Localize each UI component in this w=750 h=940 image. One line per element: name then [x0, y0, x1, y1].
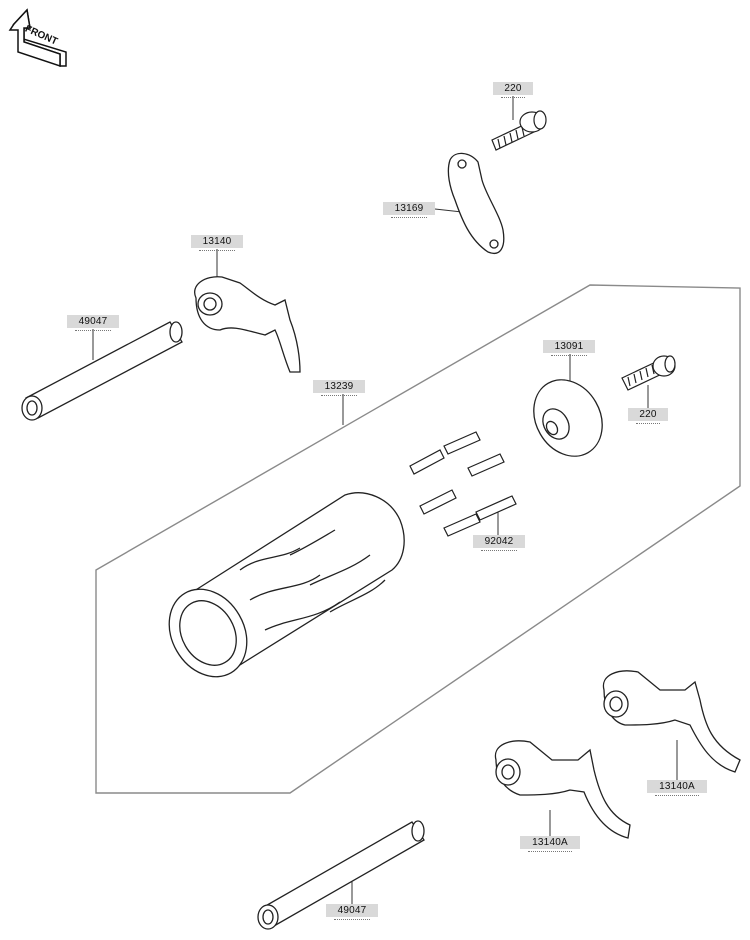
label-fork-lower-left: 13140A [520, 836, 580, 852]
front-arrow-icon: FRONT [8, 8, 67, 68]
label-bolt-right: 220 [628, 408, 668, 424]
label-shaft-upper: 49047 [67, 315, 119, 331]
label-bolt-top: 220 [493, 82, 533, 98]
drum-part [168, 492, 405, 678]
fork-lower-left-part [494, 740, 631, 839]
label-fork-upper: 13140 [191, 235, 243, 251]
label-fork-lower-right: 13140A [647, 780, 707, 796]
bolt-right-part [621, 355, 676, 391]
label-shaft-lower: 49047 [326, 904, 378, 920]
fork-upper-part [194, 276, 301, 373]
plate-part [447, 152, 505, 254]
bolt-top-part [491, 110, 547, 151]
assembly-outline [95, 284, 741, 794]
shaft-lower-part [257, 820, 425, 930]
label-stopper: 13091 [543, 340, 595, 356]
stopper-part [533, 379, 603, 457]
fork-lower-right-part [602, 670, 741, 773]
shaft-upper-part [21, 321, 183, 421]
pins-part [409, 431, 517, 537]
label-plate: 13169 [383, 202, 435, 218]
label-pins: 92042 [473, 535, 525, 551]
label-drum-assembly: 13239 [313, 380, 365, 396]
